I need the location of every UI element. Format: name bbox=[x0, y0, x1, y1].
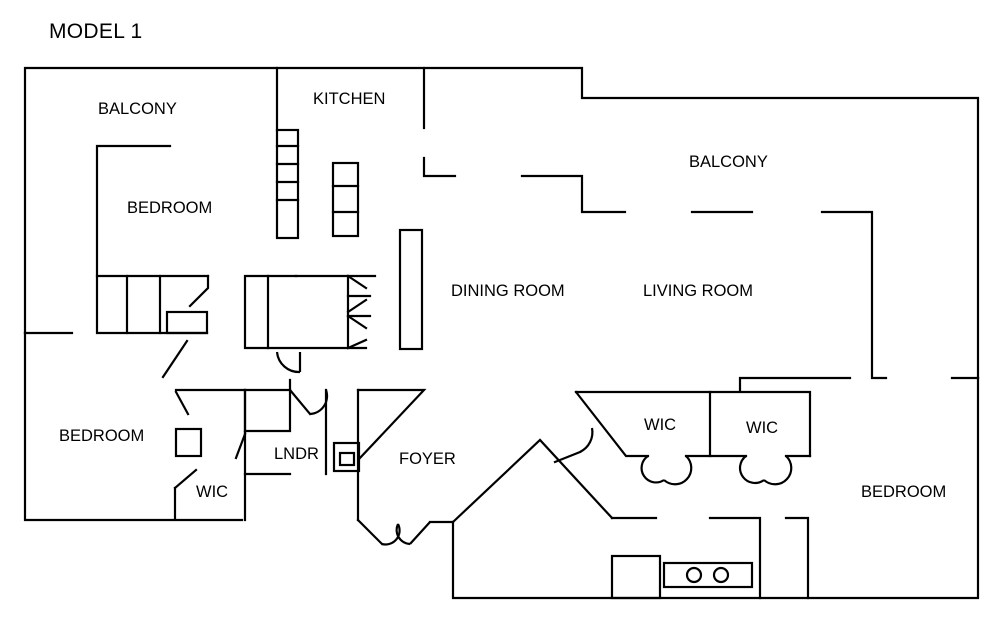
door-swings bbox=[275, 351, 793, 546]
room-label-bedroom-right: BEDROOM bbox=[861, 483, 946, 501]
sink-basin-2 bbox=[712, 566, 730, 584]
room-label-living-room: LIVING ROOM bbox=[643, 282, 753, 300]
room-labels: BALCONY KITCHEN BALCONY BEDROOM DINING R… bbox=[59, 90, 946, 501]
sink-basin-1 bbox=[685, 566, 703, 584]
room-label-bedroom-upper-left: BEDROOM bbox=[127, 199, 212, 217]
room-label-balcony-left: BALCONY bbox=[98, 100, 177, 118]
plan-title: MODEL 1 bbox=[49, 20, 143, 43]
room-label-foyer: FOYER bbox=[399, 450, 456, 468]
room-label-wic-left: WIC bbox=[196, 483, 228, 501]
room-label-wic-right: WIC bbox=[746, 419, 778, 437]
sink-basins bbox=[685, 566, 730, 584]
room-label-bedroom-lower-left: BEDROOM bbox=[59, 427, 144, 445]
room-label-wic-center: WIC bbox=[644, 416, 676, 434]
room-label-balcony-right: BALCONY bbox=[689, 153, 768, 171]
exterior-walls bbox=[23, 66, 980, 600]
interior-walls bbox=[95, 66, 888, 600]
room-label-laundry: LNDR bbox=[274, 445, 319, 463]
room-label-dining-room: DINING ROOM bbox=[451, 282, 565, 300]
room-label-kitchen: KITCHEN bbox=[313, 90, 385, 108]
